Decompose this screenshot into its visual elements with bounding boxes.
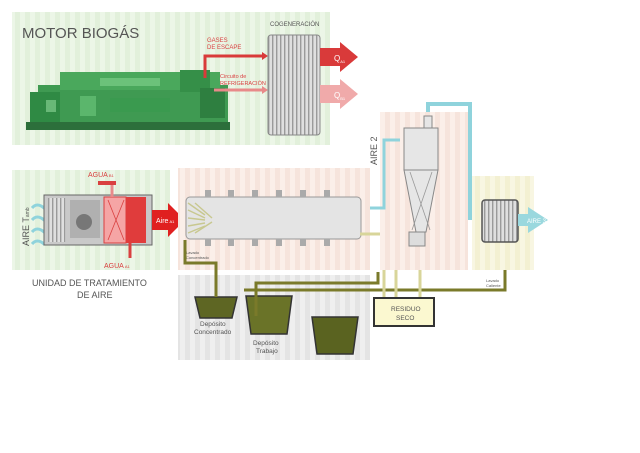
exhaust-arrowhead (262, 52, 268, 60)
tank-third (311, 316, 359, 355)
gases-label-line1: GASES (207, 38, 228, 44)
q-warm-label: QB1 (334, 91, 346, 101)
air2-duct (370, 138, 400, 210)
aire2-label: AIRE 2 (369, 136, 379, 165)
fan-icon (76, 214, 92, 230)
cyclone-section: AIRE 2 RESIDUO SECO (369, 102, 480, 327)
air-unit-caption-line2: DE AIRE (77, 290, 113, 300)
tank-working-label2: Trabajo (256, 348, 278, 355)
air-treatment-section: AIRE Tamb AGUAB1 AGUAA1 AireA1 UNIDAD DE… (12, 170, 185, 300)
circuit-label-line2: REFRIGERACIÓN (220, 80, 266, 87)
scrubber-duct (185, 196, 362, 240)
spray-nozzles (187, 202, 213, 234)
cyclone-outlet (423, 115, 433, 129)
motor-section: MOTOR BIOGÁS GASES DE ESCAPE Circuito de… (12, 12, 330, 145)
cogeneration-radiator (267, 34, 321, 136)
water-in-valve (98, 181, 116, 185)
aire3-label: AIRE 3 (527, 219, 547, 225)
drain-label-line2: Concentrado (186, 255, 210, 260)
residue-bin (373, 297, 435, 327)
residue-label-line1: RESIDUO (391, 306, 421, 313)
cogeneration-title: COGENERACIÓN (270, 21, 319, 28)
intake-filter (48, 198, 66, 242)
biogas-engine (26, 70, 230, 130)
final-unit-section: AIRE 3 Lavado Caliente (472, 176, 548, 288)
q-warm-arrow (320, 79, 358, 109)
cyclone-body (403, 127, 439, 171)
q-hot-arrow (320, 42, 358, 72)
wash-label-line2: Caliente (486, 283, 501, 288)
gases-label-line2: DE ESCAPE (207, 45, 241, 51)
tank-working-label1: Depósito (253, 340, 279, 347)
hot-air-arrow (152, 203, 185, 237)
wash-label-line1: Lavado (486, 278, 500, 283)
drain-label-line1: Lavado (186, 250, 200, 255)
cyclone-hopper (408, 231, 426, 247)
aire3-arrow (518, 207, 548, 233)
cyclone-cone (403, 169, 439, 233)
water-bottom-label: AGUAA1 (104, 263, 131, 270)
circuit-label-line1: Circuito de (220, 74, 246, 80)
exhaust-pipe (203, 54, 264, 78)
duct-flanges (205, 190, 330, 246)
tank-concentrate-label1: Depósito (200, 321, 226, 328)
heat-output-arrows: QA1 QB1 (320, 42, 358, 109)
tank-concentrate (194, 296, 238, 319)
air-intake-label: AIRE Tamb (21, 207, 31, 246)
heating-coil (126, 197, 146, 243)
water-top-label: AGUAB1 (88, 172, 115, 179)
tank-working (245, 295, 293, 335)
residue-label-line2: SECO (396, 315, 414, 322)
final-filter (481, 199, 519, 243)
tank-concentrate-label2: Concentrado (194, 329, 232, 336)
air-unit-caption-line1: UNIDAD DE TRATAMIENTO (32, 278, 147, 288)
hot-air-label: AireA1 (156, 218, 175, 225)
scrubber-section: Lavado Concentrado (178, 168, 370, 270)
q-hot-label: QA1 (334, 54, 346, 64)
motor-title: MOTOR BIOGÁS (22, 25, 139, 42)
cooling-arrowhead (262, 86, 268, 94)
tanks-section: Depósito Concentrado Depósito Trabajo (178, 275, 370, 360)
